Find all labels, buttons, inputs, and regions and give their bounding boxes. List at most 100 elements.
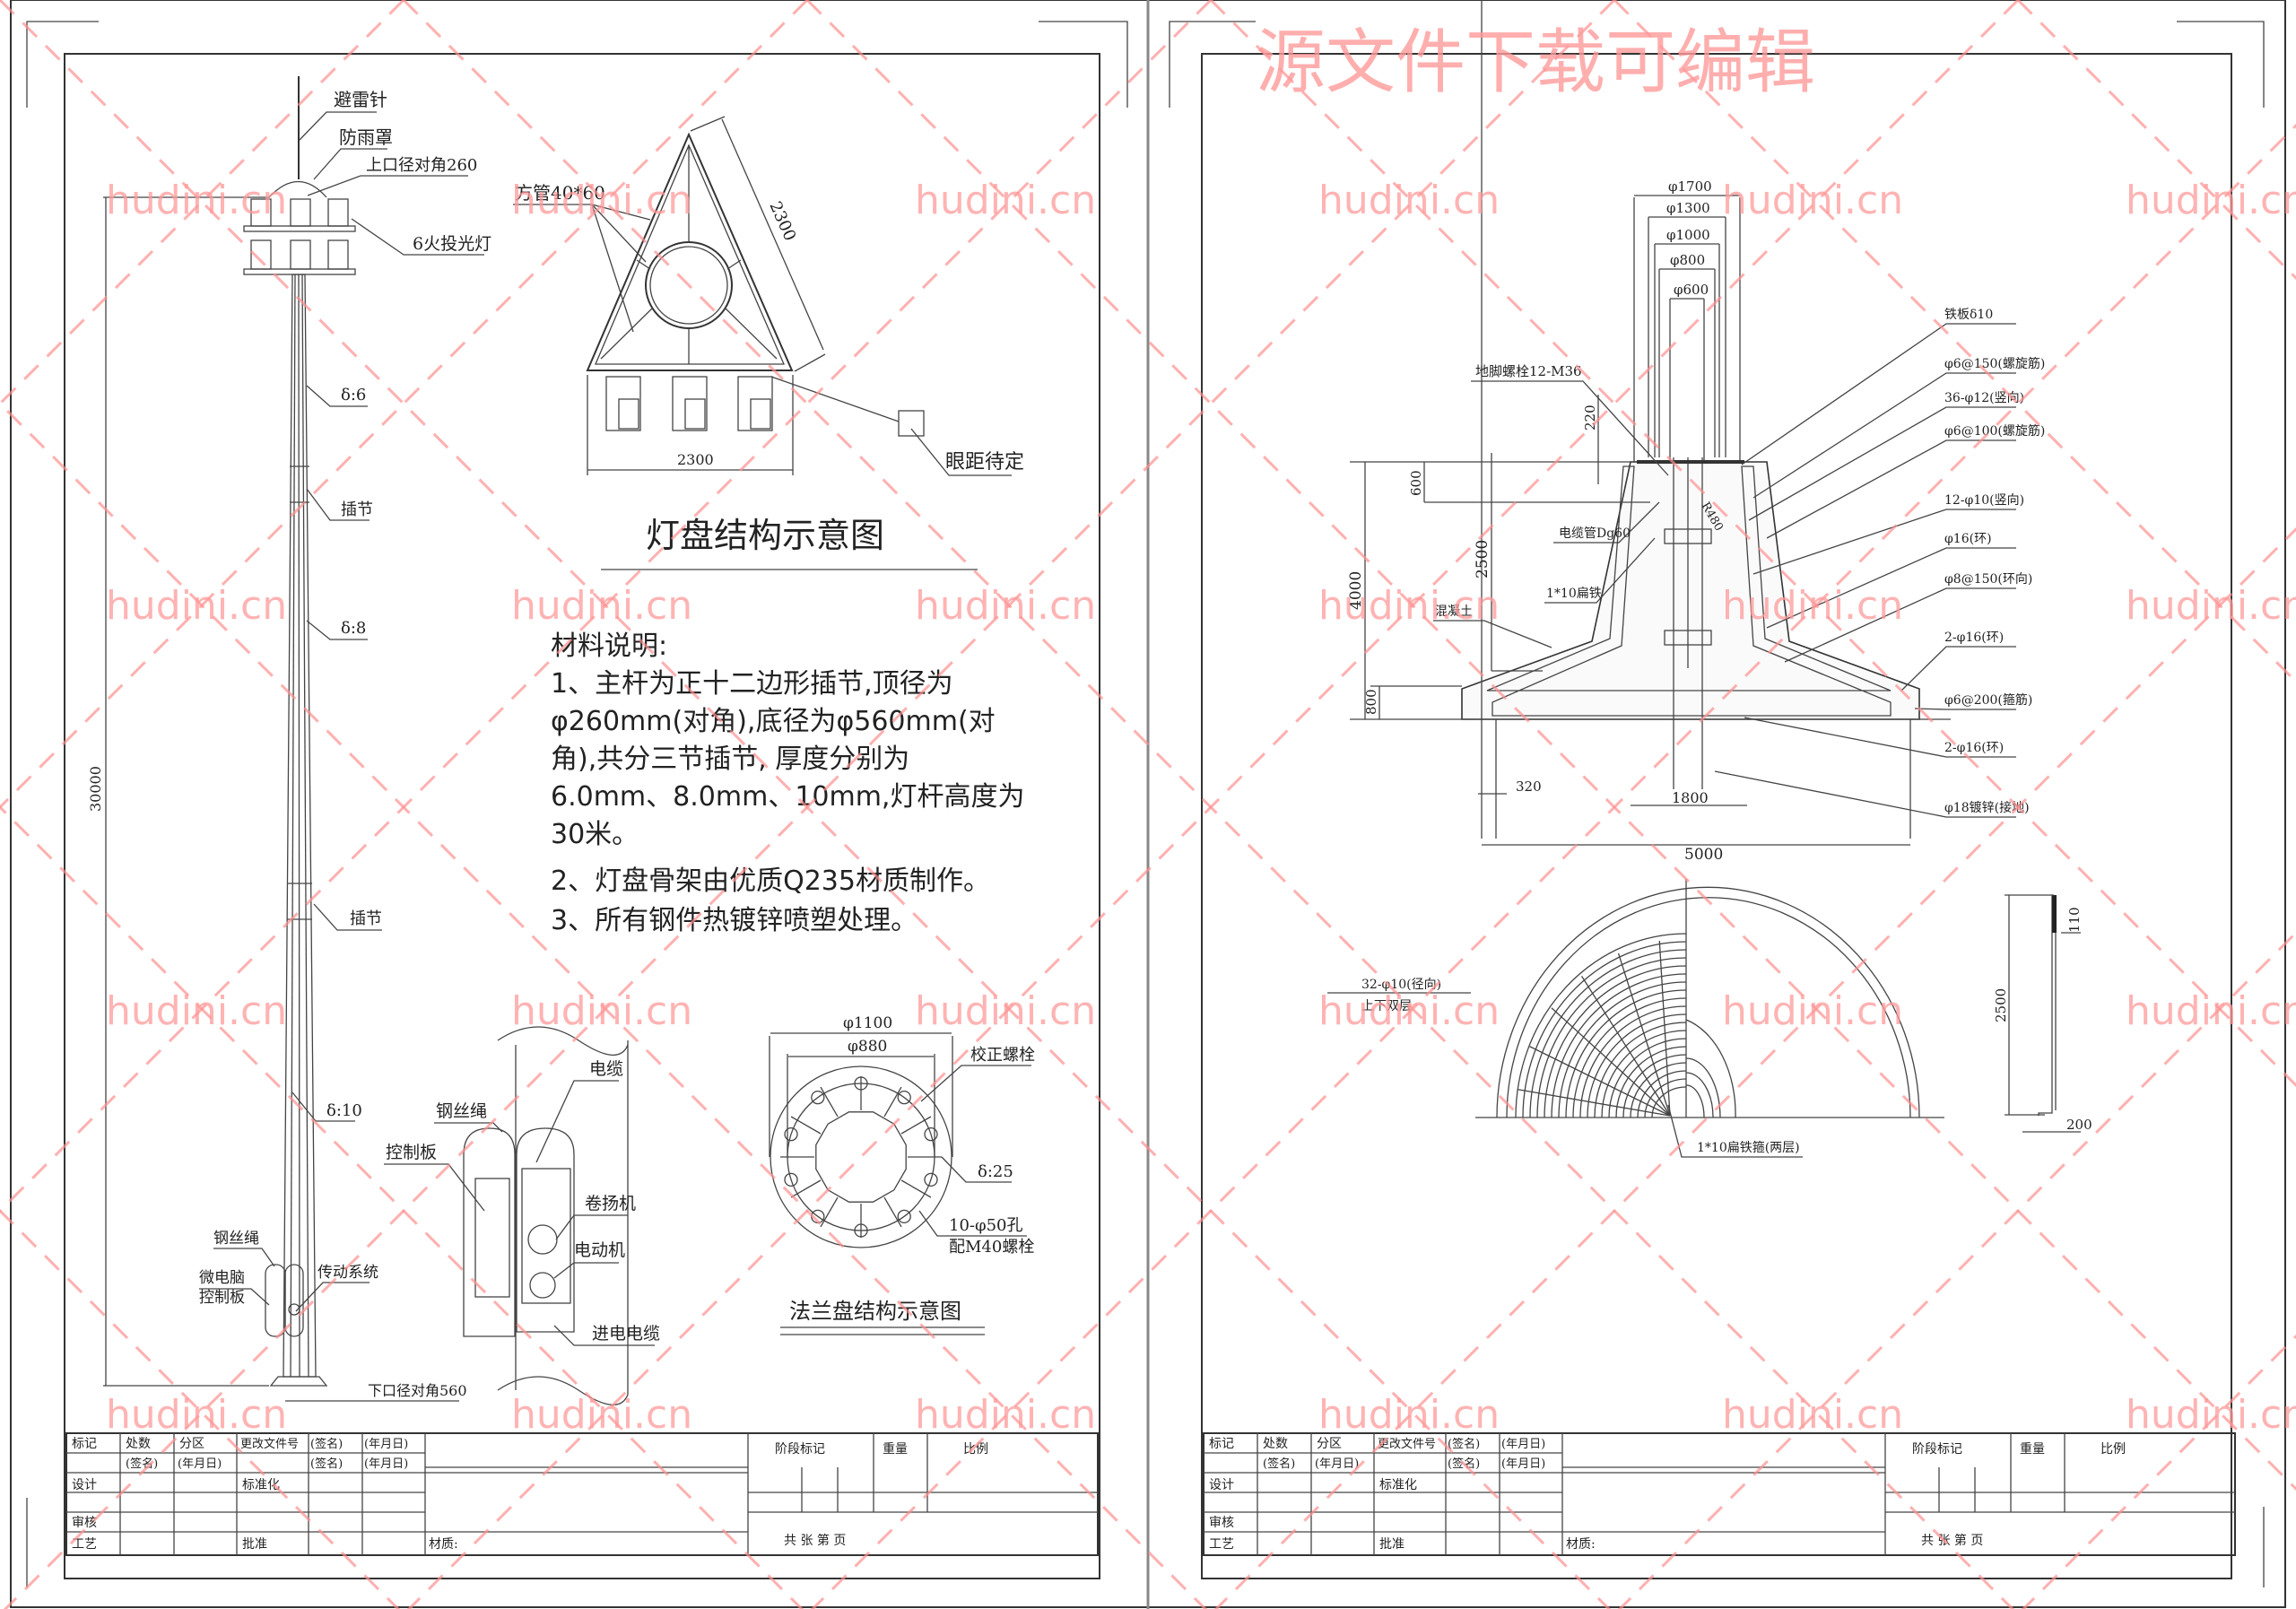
plan-ring bbox=[1551, 973, 1687, 1118]
label-socket-1: 插节 bbox=[341, 500, 373, 519]
tb-std-date: (年月日) bbox=[364, 1457, 408, 1471]
notes-line: 30米。 bbox=[551, 819, 639, 850]
flange-inner-dim: φ880 bbox=[848, 1038, 887, 1056]
notes-line: 角),共分三节插节, 厚度分别为 bbox=[551, 744, 909, 775]
winch-motor bbox=[529, 1272, 556, 1299]
flange-rib bbox=[883, 1086, 902, 1118]
watermark-text: hudini.cn bbox=[1318, 1392, 1500, 1438]
watermark-text: hudini.cn bbox=[1722, 583, 1903, 629]
tb-review: 审核 bbox=[72, 1516, 97, 1530]
label-control-board: 控制板 bbox=[199, 1289, 245, 1307]
tb-std-date: (年月日) bbox=[1501, 1457, 1545, 1471]
callout-leader bbox=[1766, 439, 2016, 539]
title-block-sheet1: 标记处数分区更改文件号(签名)(年月日)设计(签名)(年月日)标准化(签名)(年… bbox=[65, 1432, 1099, 1556]
foundation-callout: 铁板δ10 bbox=[1944, 308, 1993, 322]
tb-review: 审核 bbox=[1209, 1516, 1234, 1530]
watermark-text: hudini.cn bbox=[2126, 178, 2296, 223]
plan-ring bbox=[1587, 1013, 1687, 1118]
callout-leader bbox=[1766, 547, 2016, 629]
plan-dim-2500: 2500 bbox=[1993, 988, 2009, 1022]
label-bottom-diameter: 下口径对角560 bbox=[368, 1382, 467, 1399]
tb-count: 处数 bbox=[126, 1437, 151, 1451]
sheet-frames bbox=[10, 0, 2286, 1609]
label-floodlights: 6火投光灯 bbox=[413, 234, 491, 254]
foundation-callout: 12-φ10(竖向) bbox=[1944, 493, 2024, 508]
flange-bolt-hole bbox=[924, 1127, 938, 1142]
tb-std-signature: (签名) bbox=[310, 1457, 343, 1471]
watermark-text: hudini.cn bbox=[2126, 1392, 2296, 1438]
tb-signature: (签名) bbox=[310, 1437, 343, 1451]
flange-bolt-hole bbox=[897, 1209, 911, 1223]
label-double-layer: 上下双层 bbox=[1361, 999, 1412, 1013]
tb-scale: 比例 bbox=[963, 1442, 988, 1457]
label-bolt-holes: 10-φ50孔 bbox=[949, 1216, 1023, 1235]
label-correction-bolt: 校正螺栓 bbox=[970, 1046, 1035, 1065]
watermark-text: hudini.cn bbox=[2126, 583, 2296, 629]
label-thickness-10: δ:10 bbox=[326, 1101, 362, 1120]
dim-phi-800: φ800 bbox=[1670, 252, 1705, 268]
watermark-text: hudini.cn bbox=[511, 583, 692, 629]
winch-control-panel bbox=[474, 1178, 510, 1298]
flange-rib bbox=[790, 1179, 822, 1198]
tb-standardize: 标准化 bbox=[242, 1478, 280, 1492]
watermark-text: hudini.cn bbox=[1318, 988, 1500, 1034]
label-bolts: 配M40螺栓 bbox=[949, 1238, 1034, 1257]
label-flat-iron: 1*10扁铁 bbox=[1546, 587, 1602, 601]
plan-ring bbox=[1608, 1038, 1687, 1118]
plan-dim-200: 200 bbox=[2066, 1117, 2092, 1133]
tb-change-doc: 更改文件号 bbox=[240, 1438, 299, 1451]
watermark-text: hudini.cn bbox=[511, 178, 692, 223]
tb-material: 材质: bbox=[429, 1537, 458, 1552]
plan-ring bbox=[1622, 1054, 1687, 1118]
flange-rib bbox=[790, 1116, 822, 1135]
dim-600: 600 bbox=[1408, 470, 1424, 496]
tb-count: 处数 bbox=[1263, 1437, 1288, 1451]
flange-bolt-hole bbox=[897, 1091, 911, 1105]
winch-detail: 电缆 钢丝绳 控制板 卷扬机 电动机 进电电缆 bbox=[384, 1026, 660, 1406]
label-lightning-rod: 避雷针 bbox=[334, 89, 387, 110]
label-wire-rope: 钢丝绳 bbox=[213, 1230, 259, 1248]
dim-220: 220 bbox=[1582, 404, 1598, 431]
title-block-sheet2: 标记处数分区更改文件号(签名)(年月日)设计(签名)(年月日)标准化(签名)(年… bbox=[1203, 1432, 2236, 1556]
watermark-text: hudini.cn bbox=[106, 988, 287, 1034]
label-motor: 电动机 bbox=[574, 1240, 625, 1260]
plan-radial-bar bbox=[1529, 1046, 1671, 1117]
flange-outer-dim: φ1100 bbox=[843, 1014, 892, 1032]
flange-bolt-hole bbox=[784, 1172, 798, 1187]
label-drive-system: 传动系统 bbox=[317, 1264, 378, 1282]
tray-base-dim: 2300 bbox=[677, 451, 714, 468]
lamp-tray-title: 灯盘结构示意图 bbox=[646, 516, 884, 555]
side-dimension-line bbox=[721, 118, 824, 351]
winch-drum bbox=[527, 1224, 558, 1255]
watermark-text: hudini.cn bbox=[915, 988, 1096, 1034]
flange-rib bbox=[883, 1196, 902, 1228]
tb-scale: 比例 bbox=[2100, 1442, 2126, 1457]
tray-side-dim: 2300 bbox=[765, 198, 799, 243]
label-eye-distance: 眼距待定 bbox=[945, 451, 1024, 474]
label-winch: 卷扬机 bbox=[585, 1194, 636, 1213]
callout-leader bbox=[1752, 372, 2016, 499]
tb-process: 工艺 bbox=[72, 1537, 97, 1552]
callout-leader bbox=[1714, 770, 2016, 818]
flange-bolt-hole bbox=[854, 1223, 868, 1238]
label-thickness-8: δ:8 bbox=[341, 619, 366, 638]
flange-diagram: φ1100 φ880 校正螺栓 δ:25 10-φ50孔 配M40螺栓 法兰盘结… bbox=[769, 1014, 1035, 1335]
tray-floodlights bbox=[605, 376, 773, 431]
flange-outer-circle bbox=[770, 1065, 952, 1248]
notes-heading: 材料说明: bbox=[551, 631, 667, 662]
tb-sheets: 共 张 第 页 bbox=[1921, 1533, 1983, 1548]
lamp-tray-diagram: 2300 2300 方管40*60 眼距待定 灯盘结构示意图 bbox=[513, 116, 1024, 570]
callout-leader bbox=[1741, 323, 2016, 465]
watermark-text: hudini.cn bbox=[1722, 988, 1903, 1034]
dim-phi-1700: φ1700 bbox=[1668, 178, 1712, 195]
plan-ring bbox=[1536, 957, 1687, 1118]
plan-ring bbox=[1601, 1030, 1687, 1118]
plan-ring bbox=[1544, 965, 1687, 1118]
tb-approve: 批准 bbox=[242, 1537, 267, 1552]
tb-design-signature: (签名) bbox=[1263, 1457, 1295, 1471]
flange-bolt-hole bbox=[784, 1127, 798, 1142]
tb-mark: 标记 bbox=[1209, 1437, 1234, 1451]
label-flange-thickness: δ:25 bbox=[978, 1162, 1013, 1181]
plan-ring bbox=[1515, 933, 1687, 1118]
plan-radial-bar bbox=[1518, 1089, 1671, 1117]
